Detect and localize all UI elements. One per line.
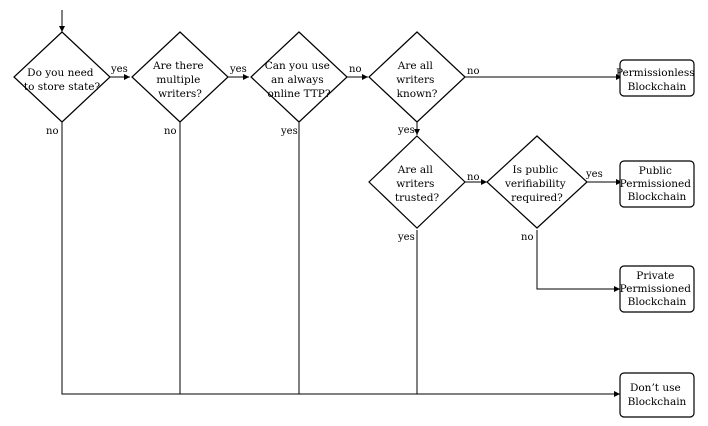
decision-text: Do you need [27, 67, 94, 79]
decision-diamond [368, 135, 466, 229]
outcome-dont-use: Don’t use Blockchain [619, 372, 695, 418]
svg-text:Are all writers tr: Are all writers trusted? [395, 164, 440, 204]
decision-text: an always [271, 74, 324, 86]
decision-writers-known: Are all writers known? [368, 31, 466, 123]
edge-label-writers-trusted-no: no [467, 172, 479, 183]
edge-label-store-state-yes: yes [110, 64, 128, 75]
svg-text:Are there multiple: Are there multiple writers? [152, 60, 207, 100]
edge-label-store-state-no: no [46, 126, 58, 137]
decision-store-state: Do you need to store state? [13, 31, 111, 123]
edge-labels: yes no yes no no yes no yes no yes yes n… [46, 64, 603, 243]
outcome-text: Blockchain [628, 191, 687, 203]
decision-diamond [486, 135, 588, 229]
edge-label-multiple-writers-no: no [164, 126, 176, 137]
decision-text: trusted? [395, 192, 440, 204]
outcome-box [619, 160, 695, 208]
outcome-text: Permissionless [616, 67, 695, 79]
edges [59, 10, 622, 397]
outcome-box [619, 59, 695, 97]
edge-label-writers-trusted-yes: yes [397, 232, 415, 243]
decision-text: online TTP? [267, 88, 330, 100]
svg-text:Public Permissioned: Public Permissioned Blockchain [620, 165, 695, 203]
decision-text: known? [397, 88, 438, 100]
svg-text:Don’t use Blockchain: Don’t use Blockchain [628, 382, 687, 408]
decision-text: Is public [512, 164, 558, 176]
outcome-text: Don’t use [630, 382, 681, 394]
outcome-text: Permissioned [620, 283, 692, 295]
decision-text: Can you use [265, 60, 330, 72]
svg-text:Permissionless Blockchai: Permissionless Blockchain [616, 67, 698, 93]
svg-text:Do you need to store sta: Do you need to store state? [24, 67, 101, 93]
outcome-permissionless: Permissionless Blockchain [616, 59, 698, 97]
outcome-public-permissioned: Public Permissioned Blockchain [619, 160, 695, 208]
decision-diamond [368, 31, 466, 123]
svg-text:Are all writers kn: Are all writers known? [396, 60, 438, 100]
edge-label-ttp-yes: yes [280, 126, 298, 137]
outcome-text: Private [636, 270, 674, 282]
edge-label-ttp-no: no [349, 64, 361, 75]
decision-diamond [250, 31, 348, 123]
edge-store-state-no [61, 122, 620, 397]
edge-label-writers-known-no: no [467, 66, 479, 77]
decision-text: Are there [152, 60, 204, 72]
outcome-text: Public [639, 165, 672, 177]
decision-text: verifiability [504, 178, 566, 190]
svg-text:Can you use an always: Can you use an always online TTP? [265, 60, 333, 100]
edge-label-multiple-writers-yes: yes [229, 64, 247, 75]
outcome-text: Blockchain [628, 81, 687, 93]
decision-text: to store state? [24, 81, 101, 93]
edge-label-public-verifiability-yes: yes [585, 169, 603, 180]
decision-multiple-writers: Are there multiple writers? [131, 31, 229, 123]
outcome-box [619, 265, 695, 313]
outcome-private-permissioned: Private Permissioned Blockchain [619, 265, 695, 313]
decision-text: Are all [397, 60, 434, 72]
outcome-box [619, 372, 695, 418]
decision-writers-trusted: Are all writers trusted? [368, 135, 466, 229]
svg-text:Private Permissioned: Private Permissioned Blockchain [620, 270, 695, 308]
outcome-text: Blockchain [628, 296, 687, 308]
decision-diamond [13, 31, 111, 123]
decision-public-verifiability: Is public verifiability required? [486, 135, 588, 229]
decision-ttp: Can you use an always online TTP? [250, 31, 348, 123]
decision-text: multiple [156, 74, 200, 86]
edge-label-writers-known-yes: yes [397, 125, 415, 136]
decision-text: writers [396, 74, 434, 86]
outcome-text: Blockchain [628, 396, 687, 408]
decision-text: writers? [158, 88, 202, 100]
decision-text: Are all [397, 164, 434, 176]
edge-public-verifiability-no [536, 230, 620, 292]
svg-text:Is public verifiability: Is public verifiability required? [504, 164, 569, 204]
decision-diamond [131, 31, 229, 123]
decision-text: writers [396, 178, 434, 190]
outcome-text: Permissioned [620, 178, 692, 190]
edge-label-public-verifiability-no: no [521, 232, 533, 243]
decision-text: required? [511, 192, 563, 204]
